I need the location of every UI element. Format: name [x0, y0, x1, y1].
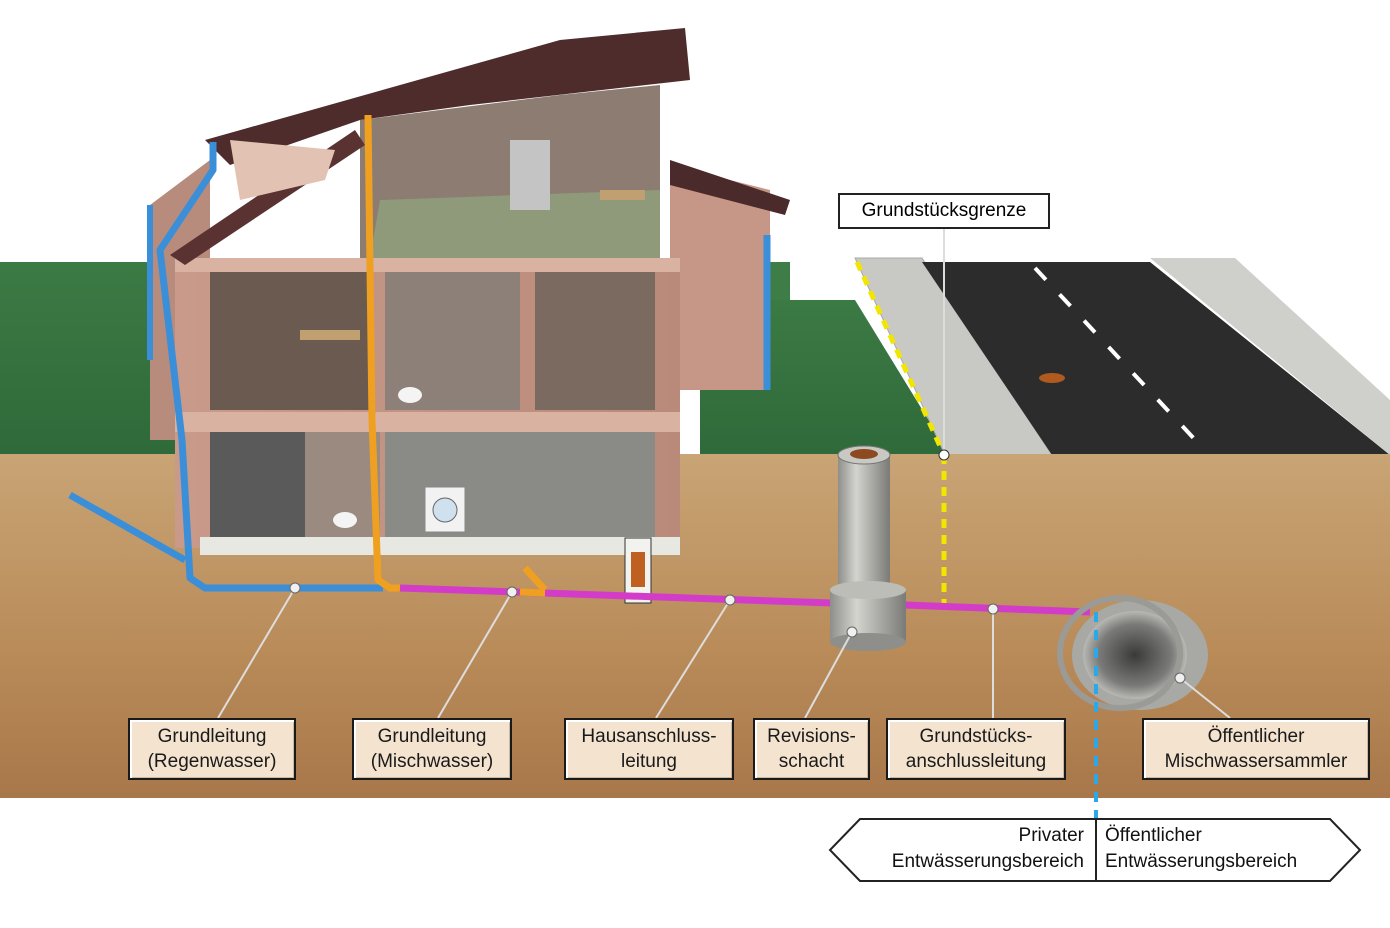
public-area-text: Öffentlicher Entwässerungsbereich	[1105, 825, 1298, 872]
property-boundary-label: Grundstücksgrenze	[838, 193, 1050, 229]
house-cutaway-icon	[150, 28, 790, 604]
inspection-shaft-icon	[830, 445, 906, 651]
road-icon	[922, 258, 1390, 455]
area-banner	[828, 818, 1362, 882]
leader-lines	[217, 582, 1231, 719]
private-area-text: Privater Entwässerungsbereich	[891, 825, 1084, 872]
property-connection-label: Grundstücks- anschlussleitung	[886, 718, 1066, 780]
property-boundary-line	[854, 229, 950, 615]
main-pipe-rain-label: Grundleitung (Regenwasser)	[128, 718, 296, 780]
house-connection-label: Hausanschluss- leitung	[564, 718, 734, 780]
inspection-shaft-label: Revisions- schacht	[753, 718, 870, 780]
public-sewer-pipe-icon	[1057, 595, 1208, 711]
main-pipe-mixed-label: Grundleitung (Mischwasser)	[352, 718, 512, 780]
rainwater-downpipe	[68, 142, 771, 592]
public-sewer-label: Öffentlicher Mischwassersammler	[1142, 718, 1370, 780]
